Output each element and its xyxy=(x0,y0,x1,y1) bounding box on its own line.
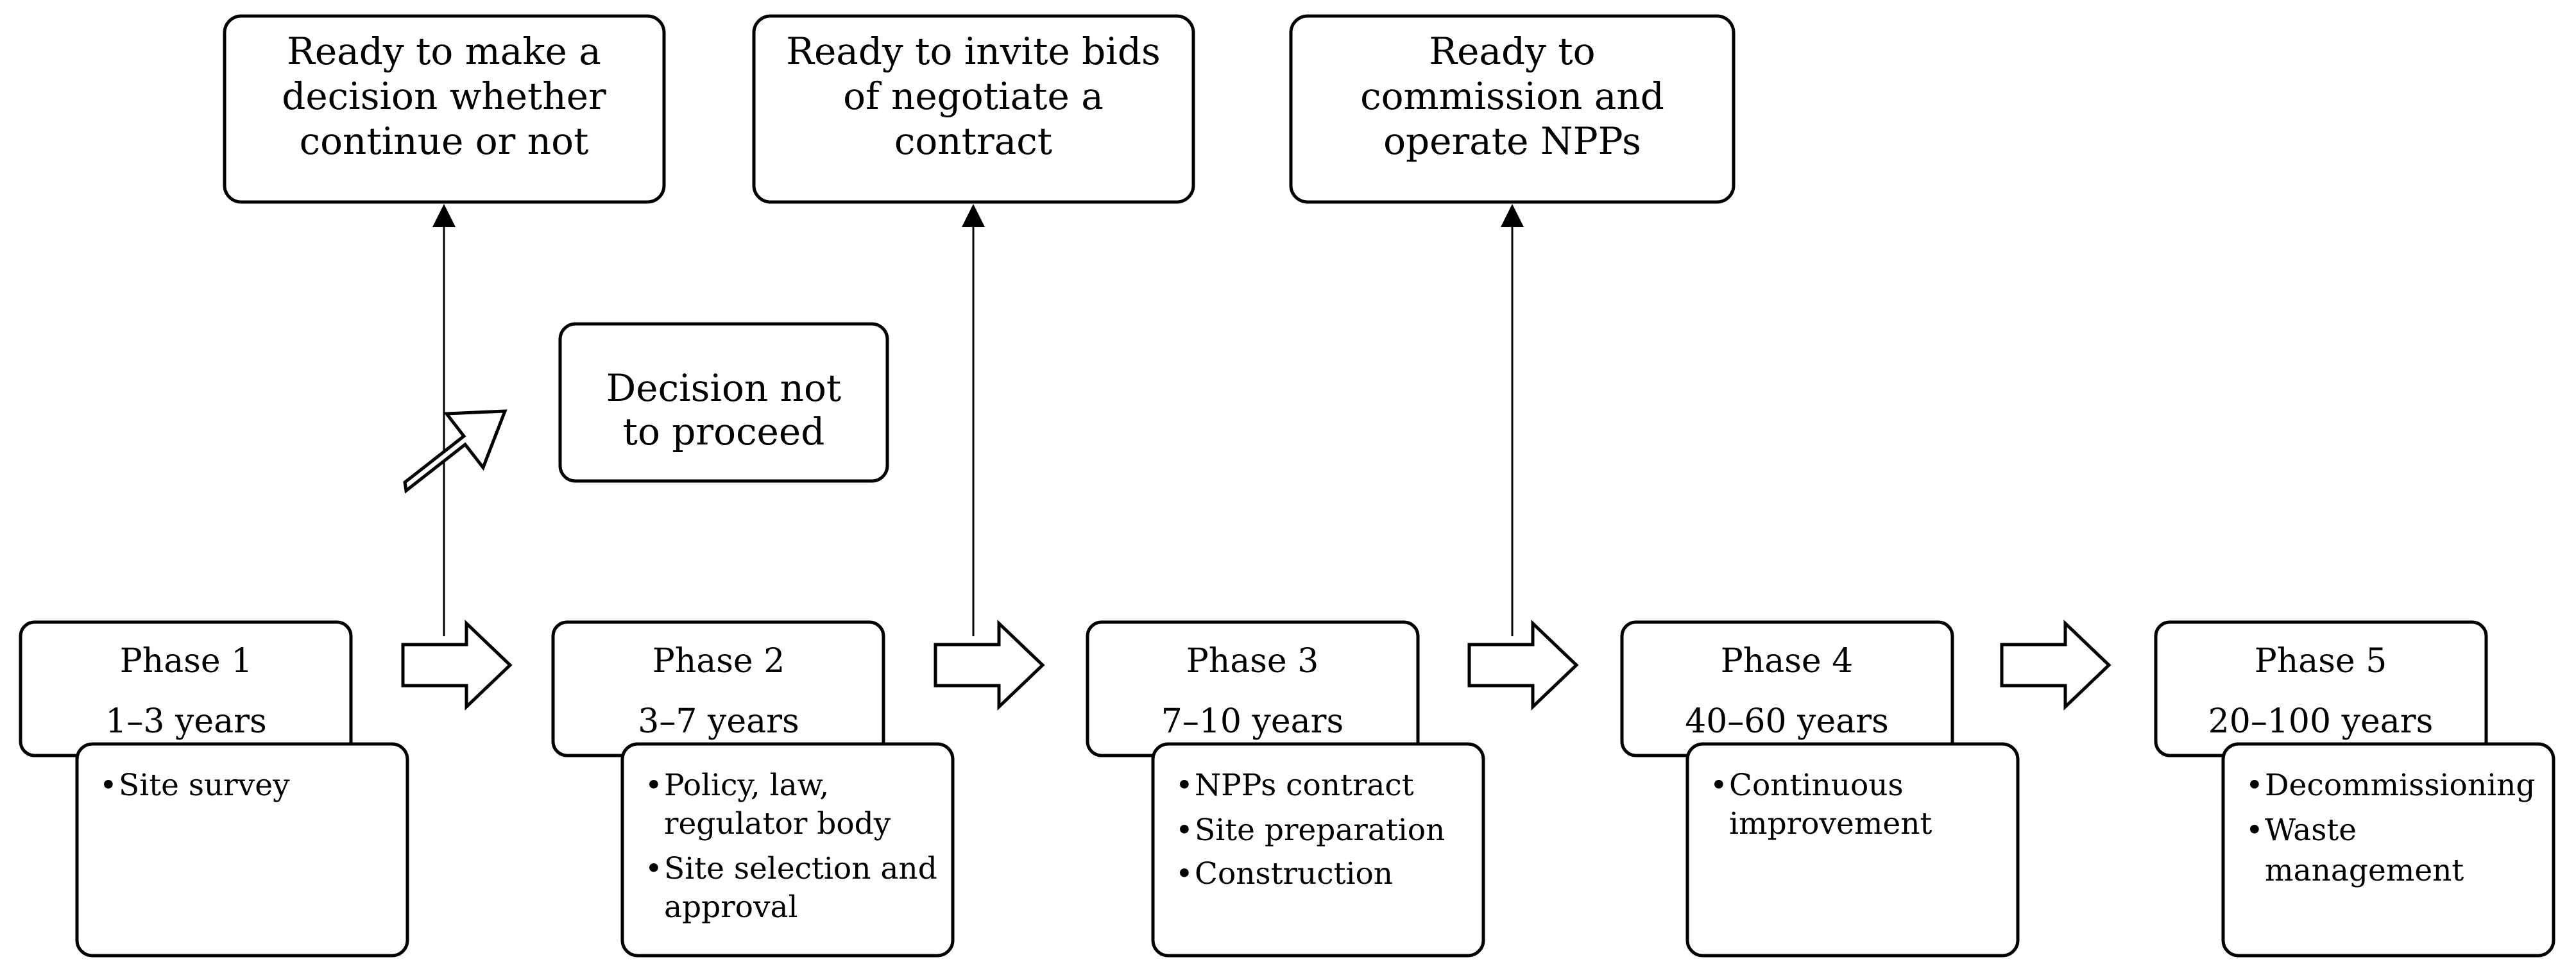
connector-phase1-to-outcome1 xyxy=(432,204,456,636)
outcome-3-line-1: Ready to xyxy=(1429,30,1595,73)
phase-2-duration: 3–7 years xyxy=(638,702,799,741)
block-arrow-phase-3-to-4 xyxy=(1467,620,1579,711)
phase-5-title: Phase 5 xyxy=(2255,642,2387,680)
right-block-arrow-icon xyxy=(2000,620,2111,711)
connector-phase3-to-outcome3 xyxy=(1501,204,1524,636)
phase-2-item-2-line-1: Site selection and xyxy=(664,851,937,886)
arrowhead-up-icon xyxy=(1501,204,1524,227)
phase-3-bullet-2: • xyxy=(1175,813,1193,848)
decision-box: Decision not to proceed xyxy=(558,322,889,483)
outcome-2-line-1: Ready to invite bids xyxy=(786,30,1160,73)
phase-3-bullet-1: • xyxy=(1175,768,1193,803)
phase-5-duration: 20–100 years xyxy=(2208,702,2434,741)
outcome-1-line-1: Ready to make a xyxy=(287,30,601,73)
phase-2-item-1-line-1: Policy, law, xyxy=(664,768,829,803)
phase-5-activities-box xyxy=(2221,742,2555,958)
phase-3-title: Phase 3 xyxy=(1186,642,1319,680)
phase-5-bullet-1: • xyxy=(2246,768,2264,803)
phase-3-item-3-line-1: Construction xyxy=(1195,856,1393,891)
phase-1-activities-box xyxy=(75,742,409,958)
right-block-arrow-icon xyxy=(934,620,1045,711)
decision-line-2: to proceed xyxy=(623,410,825,453)
outcome-box-3: Ready to commission and operate NPPs xyxy=(1289,14,1736,204)
phase-3: Phase 3 7–10 years • NPPs contract • Sit… xyxy=(1086,620,1485,958)
phase-5-item-2-line-1: Waste xyxy=(2265,813,2357,848)
diagonal-block-arrow-icon xyxy=(403,409,508,494)
phase-2-item-1-line-2: regulator body xyxy=(664,806,891,841)
right-block-arrow-icon xyxy=(1467,620,1579,711)
block-arrow-phase-2-to-3 xyxy=(934,620,1045,711)
phase-2: Phase 2 3–7 years • Policy, law, regulat… xyxy=(551,620,955,958)
phase-2-item-2-line-2: approval xyxy=(664,890,798,925)
phase-2-title: Phase 2 xyxy=(653,642,785,680)
outcome-3-line-3: operate NPPs xyxy=(1383,119,1641,163)
phase-5-bullet-2: • xyxy=(2246,813,2264,848)
outcome-1-line-3: continue or not xyxy=(300,119,589,163)
phase-4-title: Phase 4 xyxy=(1721,642,1854,680)
outcome-box-1: Ready to make a decision whether continu… xyxy=(223,14,666,204)
outcome-2-line-3: contract xyxy=(894,119,1052,163)
phase-2-bullet-2: • xyxy=(645,851,663,886)
phase-1-item-1-line-1: Site survey xyxy=(119,768,290,803)
phase-3-bullet-3: • xyxy=(1175,856,1193,891)
outcome-1-line-2: decision whether xyxy=(282,74,606,118)
phase-5-item-1-line-1: Decommissioning xyxy=(2265,768,2536,803)
phase-3-activities-box xyxy=(1151,742,1485,958)
phase-1: Phase 1 1–3 years • Site survey xyxy=(19,620,409,958)
phase-3-duration: 7–10 years xyxy=(1161,702,1343,741)
phase-4: Phase 4 40–60 years • Continuous improve… xyxy=(1620,620,2020,958)
decision-line-1: Decision not xyxy=(606,366,841,410)
phase-4-item-1-line-1: Continuous xyxy=(1729,768,1904,803)
phase-2-bullet-1: • xyxy=(645,768,663,803)
block-arrow-phase-4-to-5 xyxy=(2000,620,2111,711)
outcome-2-line-2: of negotiate a xyxy=(843,74,1104,118)
phase-4-activities-box xyxy=(1685,742,2020,958)
right-block-arrow-icon xyxy=(401,620,513,711)
phase-1-duration: 1–3 years xyxy=(105,702,266,741)
outcome-3-line-2: commission and xyxy=(1360,74,1664,118)
phase-4-bullet-1: • xyxy=(1710,768,1728,803)
phase-3-item-1-line-1: NPPs contract xyxy=(1195,768,1414,803)
arrowhead-up-icon xyxy=(962,204,985,227)
phase-4-item-1-line-2: improvement xyxy=(1729,806,1932,841)
arrowhead-up-icon xyxy=(432,204,456,227)
block-arrow-phase-1-to-2 xyxy=(401,620,513,711)
connector-phase2-to-outcome2 xyxy=(962,204,985,636)
phase-3-item-2-line-1: Site preparation xyxy=(1195,813,1445,848)
phase-1-title: Phase 1 xyxy=(120,642,253,680)
phase-5: Phase 5 20–100 years • Decommissioning •… xyxy=(2154,620,2555,958)
outcome-box-2: Ready to invite bids of negotiate a cont… xyxy=(752,14,1195,204)
phase-1-bullet-1: • xyxy=(99,768,117,803)
phase-5-item-2-line-2: management xyxy=(2265,853,2464,888)
phase-2-activities-box xyxy=(620,742,955,958)
phase-4-duration: 40–60 years xyxy=(1685,702,1889,741)
